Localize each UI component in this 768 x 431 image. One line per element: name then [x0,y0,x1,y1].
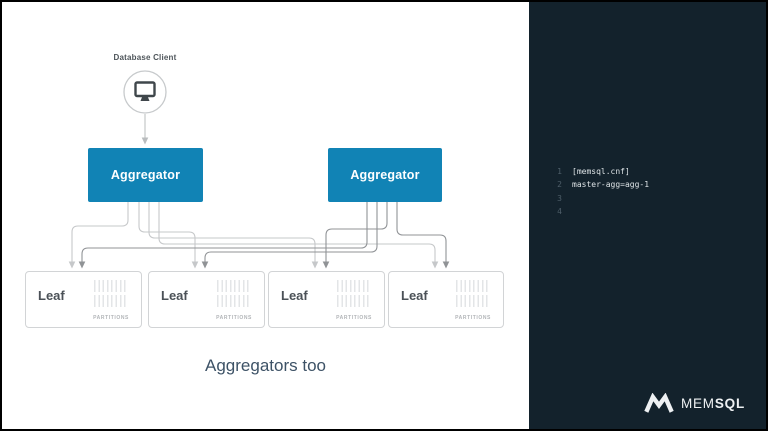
diagram-panel: Database Client Aggregator Aggregator Le… [2,2,529,429]
code-text: [memsql.cnf] [572,167,630,176]
memsql-logo: MEMSQL [644,393,745,414]
memsql-logo-text: MEMSQL [681,396,745,411]
code-line: 1 [memsql.cnf] [550,165,649,178]
aggregator-node-1: Aggregator [88,148,203,202]
code-text: master-agg=agg-1 [572,180,650,190]
aggregator-node-2: Aggregator [328,148,442,202]
partitions-label: PARTITIONS [93,315,129,321]
leaf-node: Leaf PARTITIONS [388,271,504,328]
partitions-ticks [217,280,250,310]
partitions-ticks [337,280,370,310]
code-line: 2 master-agg=agg-1 [550,178,649,191]
code-line: 3 [550,192,649,205]
logo-text-bold: SQL [714,396,745,411]
code-editor: 1 [memsql.cnf] 2 master-agg=agg-1 3 4 [550,165,649,219]
arrowhead [68,261,439,269]
memsql-m-icon [644,393,674,413]
client-to-aggregator-arrow [141,114,149,145]
logo-text-regular: MEM [680,396,715,411]
arrowhead [78,261,450,269]
line-number: 4 [557,207,562,217]
code-panel: 1 [memsql.cnf] 2 master-agg=agg-1 3 4 ME… [529,2,766,429]
line-number: 1 [557,167,562,176]
database-client-node [123,70,167,114]
aggregator1-to-leaf-connectors [68,202,439,269]
partitions-label: PARTITIONS [216,315,252,321]
aggregator2-to-leaf-connectors [78,202,450,269]
monitor-icon [134,81,156,101]
line-number: 3 [557,193,562,203]
aggregator-label: Aggregator [110,168,181,182]
leaf-node: Leaf PARTITIONS [25,271,142,328]
leaf-label: Leaf [38,288,65,303]
line-number: 2 [557,180,562,190]
leaf-label: Leaf [281,288,308,303]
leaf-node: Leaf PARTITIONS [148,271,265,328]
slide-caption: Aggregators too [205,356,326,375]
leaf-label: Leaf [401,288,428,303]
aggregator-label: Aggregator [350,168,420,182]
partitions-label: PARTITIONS [455,315,491,321]
database-client-label: Database Client [113,53,177,62]
leaf-node: Leaf PARTITIONS [268,271,385,328]
leaf-label: Leaf [161,288,188,303]
partitions-ticks [456,280,489,310]
code-line: 4 [550,205,649,218]
partitions-ticks [94,280,127,310]
partitions-label: PARTITIONS [336,315,372,321]
diagram-connectors [68,70,450,269]
